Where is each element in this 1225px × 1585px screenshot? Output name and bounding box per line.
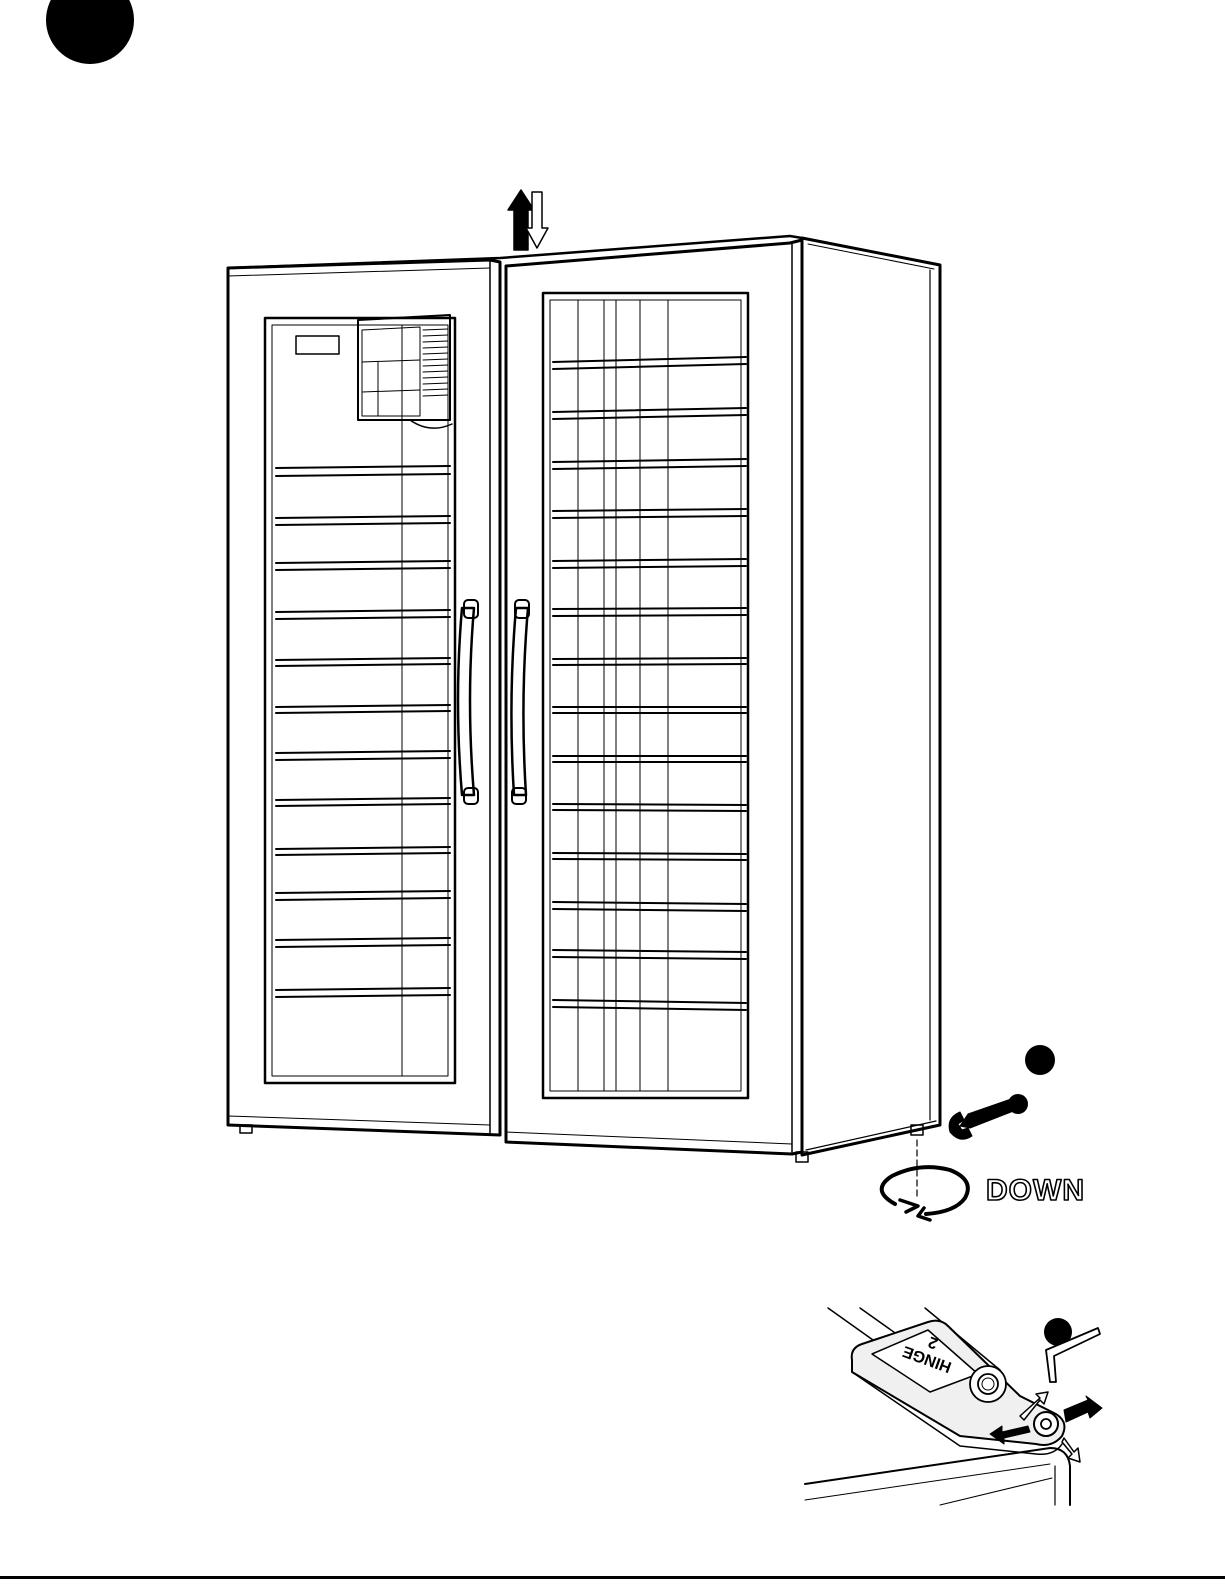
- hinge-pin: [1034, 1412, 1058, 1436]
- step-marker-wrench: [1025, 1045, 1055, 1075]
- hinge-detail: HINGE2: [805, 1308, 1102, 1585]
- down-label: DOWN: [986, 1174, 1085, 1207]
- fan-unit: [358, 315, 452, 428]
- cabinet-side-panel: [802, 238, 940, 1155]
- left-door: [228, 260, 500, 1135]
- right-shelves: [553, 357, 746, 1010]
- wine-cooler: [228, 236, 940, 1162]
- cabinet-top: [228, 236, 940, 268]
- left-door-glass: [265, 318, 455, 1083]
- left-shelves: [276, 466, 450, 997]
- page-bottom-rule: [0, 1576, 1225, 1579]
- rotate-arrows-icon: [882, 1167, 968, 1220]
- wrench-icon: [949, 1094, 1028, 1139]
- step-marker-main: [46, 0, 134, 64]
- left-door-handle: [458, 600, 478, 804]
- right-door-glass: [543, 293, 748, 1098]
- right-door: [506, 240, 923, 1162]
- right-door-handle: [511, 600, 529, 804]
- temperature-display: [296, 336, 339, 354]
- up-down-arrows-icon: [508, 190, 548, 250]
- hinge-plate: [852, 1321, 1065, 1445]
